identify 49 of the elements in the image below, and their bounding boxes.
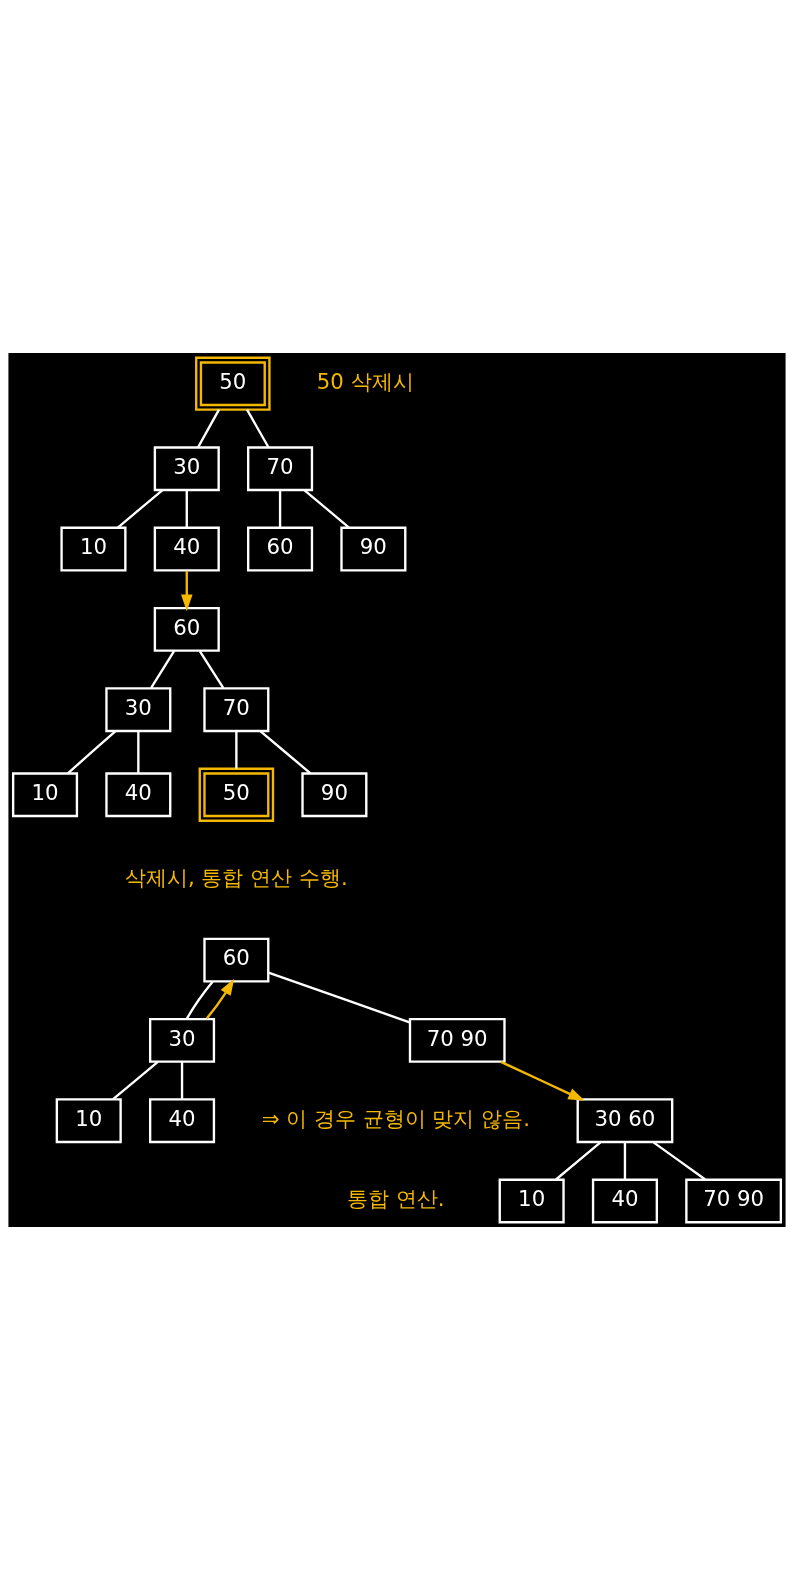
arrow [180, 570, 193, 612]
arrow [500, 1060, 585, 1101]
connector [623, 1142, 627, 1180]
node-box: 30 [148, 1017, 216, 1063]
node-box: 60 [247, 526, 314, 572]
node-box: 90 [340, 526, 407, 572]
node-box: 50 [198, 767, 275, 822]
connector [555, 1141, 602, 1181]
connector [112, 1061, 159, 1101]
connector [245, 409, 270, 448]
label: ⇒ 이 경우 균형이 맞지 않음. [261, 1105, 530, 1131]
connector [259, 730, 312, 775]
arrow [205, 978, 235, 1020]
node-box: 10 [11, 772, 79, 818]
node-box: 30 [105, 687, 172, 733]
label: 통합 연산. [347, 1186, 445, 1212]
node-box: 30 [153, 446, 220, 492]
connector [652, 1141, 706, 1181]
connector [235, 731, 238, 769]
node-box: 10 [60, 526, 127, 572]
node-box: 40 [148, 1098, 216, 1144]
node-box: 70 90 [685, 1178, 783, 1224]
connector [137, 731, 140, 774]
node-box: 60 [203, 937, 270, 983]
node-box: 40 [591, 1178, 658, 1224]
node-box: 30 60 [576, 1098, 674, 1144]
connector [268, 971, 410, 1024]
node-box: 70 90 [408, 1017, 506, 1063]
connector [197, 409, 221, 448]
node-label: 50 삭제시 [316, 368, 414, 394]
node-box: 60 [153, 606, 220, 652]
node-box: 70 [247, 446, 314, 492]
connector [67, 730, 117, 775]
connector [180, 1062, 184, 1099]
node-box: 90 [301, 772, 368, 818]
connector [185, 490, 188, 528]
connector [303, 489, 350, 529]
connector [117, 489, 163, 529]
connector [185, 981, 214, 1020]
node-label: 삭제시, 통합 연산 수행. [124, 864, 348, 890]
connector [278, 490, 282, 528]
connector [198, 650, 225, 689]
node-box: 40 [105, 772, 172, 818]
node-box: 70 [203, 687, 270, 733]
node-box: 10 [498, 1178, 565, 1224]
node-box: 10 [55, 1098, 122, 1144]
node-box: 40 [153, 526, 220, 572]
connector [150, 650, 176, 689]
node-box: 50 [195, 356, 271, 411]
